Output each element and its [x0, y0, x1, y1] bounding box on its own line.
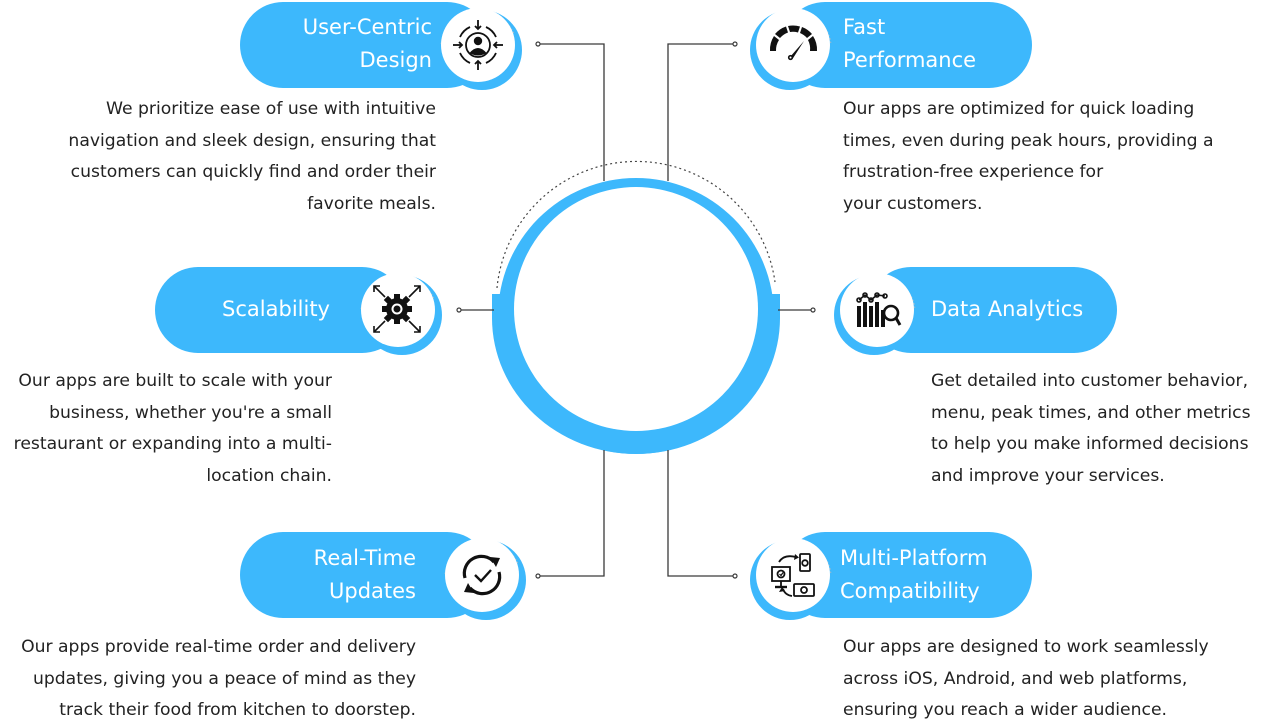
speedometer-icon — [746, 0, 838, 92]
feature-description: Get detailed into customer behavior, men… — [931, 371, 1251, 486]
feature-title: Fast Performance — [843, 15, 977, 72]
connector-data-analytics — [778, 307, 816, 313]
connector-user-centric — [535, 41, 605, 181]
feature-description: Our apps are designed to work seamlessly… — [843, 637, 1209, 720]
analytics-icon — [830, 265, 922, 357]
user-centric-icon — [432, 0, 524, 92]
feature-title: Multi-Platform Compatibility — [840, 546, 988, 603]
sync-check-icon — [436, 530, 528, 622]
multi-device-icon — [746, 530, 838, 622]
connector-fast-performance — [667, 41, 738, 181]
feature-description: We prioritize ease of use with intuitive… — [68, 99, 436, 214]
feature-title: User-Centric Design — [302, 15, 432, 72]
feature-title: Data Analytics — [931, 297, 1084, 321]
hub-dotted-arc — [496, 160, 776, 289]
connector-real-time — [535, 450, 605, 579]
connector-multi-platform — [667, 450, 738, 579]
connector-scalability — [456, 307, 494, 313]
feature-title: Real-Time Updates — [313, 546, 416, 603]
hub-center — [514, 187, 758, 431]
feature-title: Scalability — [222, 297, 330, 321]
gear-expand-icon — [352, 265, 444, 357]
hub-ring — [492, 178, 780, 454]
feature-description: Our apps are optimized for quick loading… — [843, 99, 1214, 214]
feature-description: Our apps provide real-time order and del… — [21, 637, 416, 720]
feature-description: Our apps are built to scale with your bu… — [13, 371, 332, 486]
